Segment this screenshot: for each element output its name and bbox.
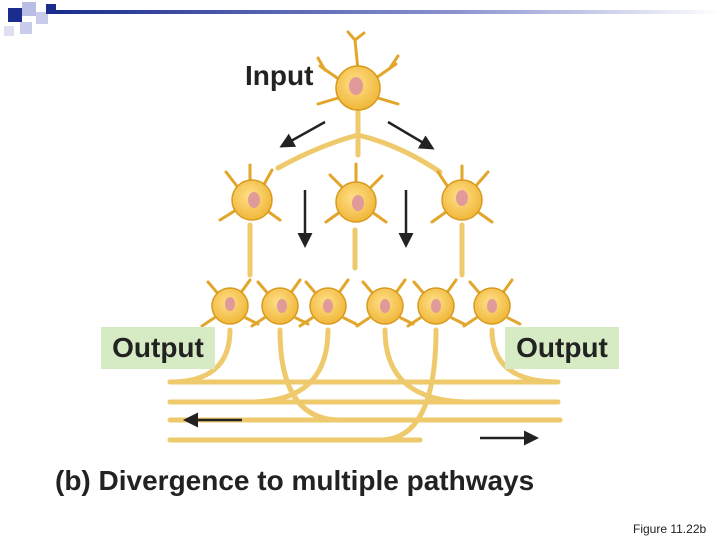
neuron-input (316, 30, 400, 111)
deco-square-lavender (36, 12, 48, 24)
neuron-mid-center (324, 162, 388, 224)
neuron-mid-left (218, 163, 282, 222)
deco-square-lavender (20, 22, 32, 34)
output-label-right: Output (505, 327, 619, 369)
direction-arrows (183, 120, 539, 446)
deco-square-navy (46, 4, 56, 14)
neuron-output-2 (250, 278, 310, 328)
neuron-output-4 (355, 278, 415, 328)
neuron-output-6 (462, 278, 522, 328)
neuron-output-5 (406, 278, 466, 328)
neuron-output-1 (200, 278, 260, 328)
deco-square-lavender (4, 26, 14, 36)
deco-square-navy (8, 8, 22, 22)
axon-input-right (355, 132, 443, 175)
input-label: Input (245, 60, 314, 91)
deco-square-lavender (22, 2, 36, 16)
header-rule (56, 10, 720, 14)
arrow-input-right (387, 120, 435, 150)
figure-reference: Figure 11.22b (633, 522, 707, 536)
figure-caption: (b) Divergence to multiple pathways (55, 465, 535, 496)
output-label-left: Output (101, 327, 215, 369)
axon-pathways (167, 105, 563, 443)
axon-input-left (275, 132, 361, 171)
neuron-mid-right (430, 164, 494, 224)
neuron-output-3 (298, 278, 358, 328)
arrow-input-left (279, 120, 326, 148)
